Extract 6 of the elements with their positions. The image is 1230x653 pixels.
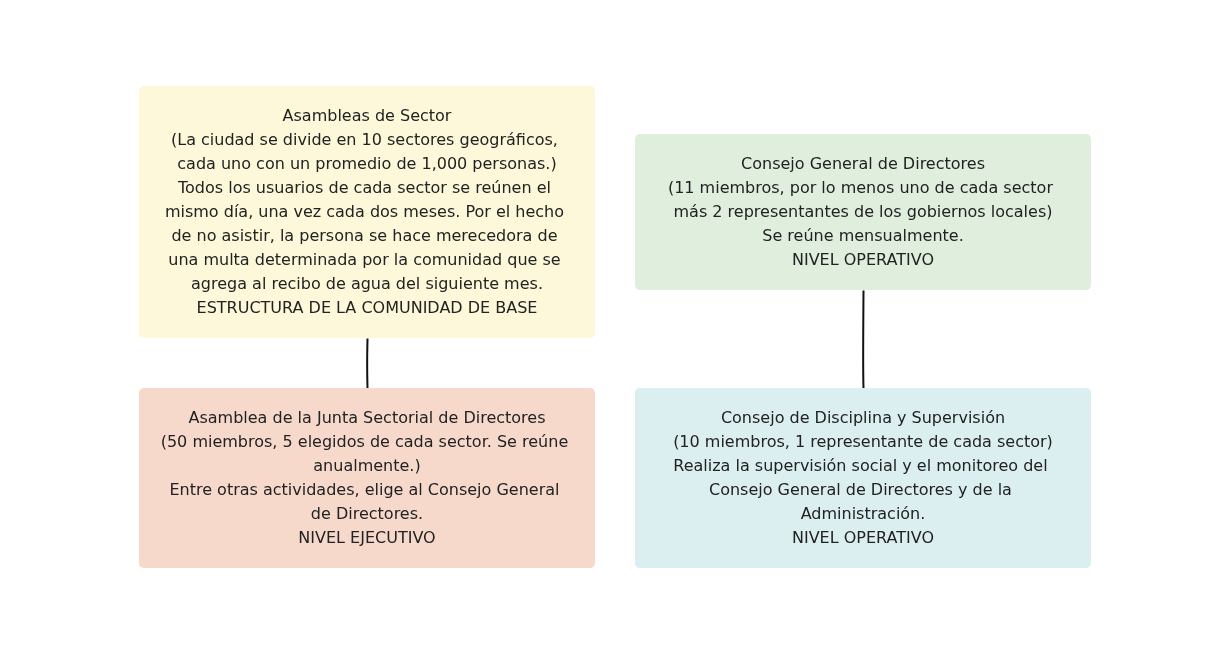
node-box: Consejo General de Directores (11 miembros, por lo menos uno de cada sector más 2 representantes de los gobiernos locales) Se reúne mensualmente. NIVEL OPERATIVO [635,133,1091,290]
node-box: Consejo de Disciplina y Supervisión (10 miembros, 1 representante de cada sector) Realiza la supervisión social y el monitoreo del Consejo General de Directores y de la Administración. NIVEL OPERATIVO [635,387,1091,568]
node-box: Asamblea de la Junta Sectorial de Directores (50 miembros, 5 elegidos de cada sector. Se reúne anualmente.) Entre otras actividades, elige al Consejo General de Directores. NIVEL EJECUTIVO [139,387,595,568]
connector [862,289,865,389]
connector [366,337,369,389]
node-box: Asambleas de Sector (La ciudad se divide en 10 sectores geográficos, cada uno con un promedio de 1,000 personas.) Todos los usuarios de cada sector se reúnen el mismo día, una vez cada dos meses. Por el hecho de no asistir, la persona se hace merecedora de una multa determinada por la comunidad que se agrega al recibo de agua del siguiente mes. ESTRUCTURA DE LA COMUNIDAD DE BASE [139,85,595,338]
